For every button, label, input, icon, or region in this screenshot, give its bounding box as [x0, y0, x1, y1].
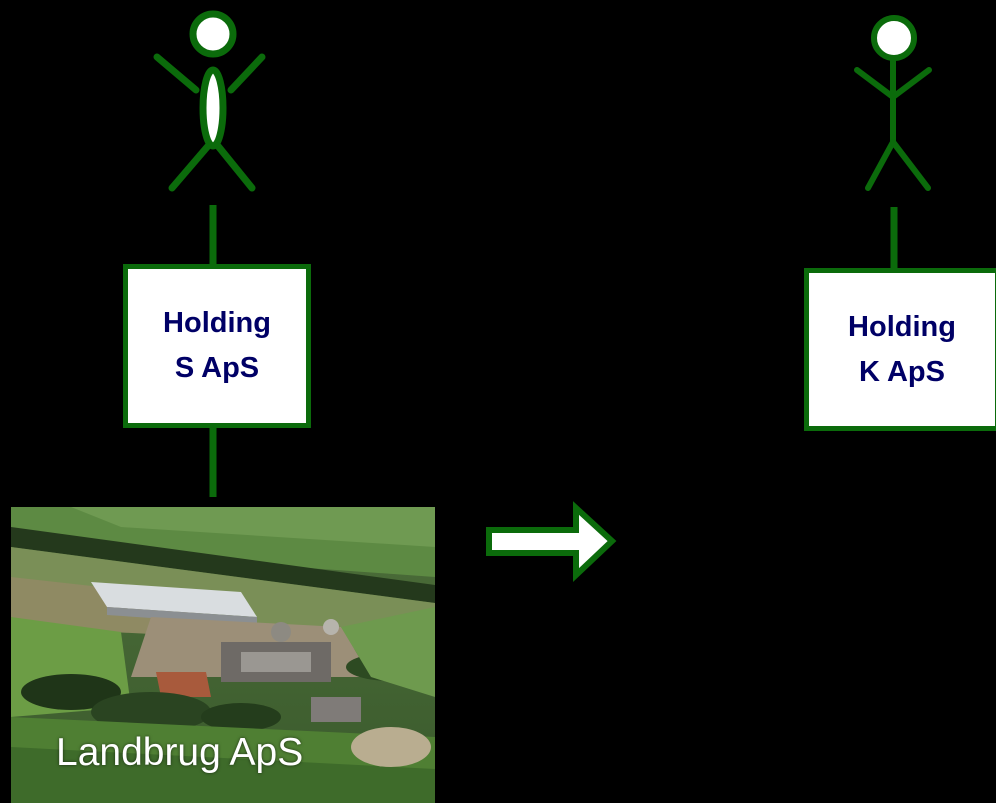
- holding-s-line1: Holding: [163, 307, 271, 340]
- holding-k-line1: Holding: [848, 310, 956, 343]
- person-icon: [854, 15, 932, 191]
- company-label: Landbrug ApS: [56, 731, 304, 774]
- farm-aerial-image: [11, 507, 435, 803]
- farm-photo: Landbrug ApS: [11, 507, 435, 803]
- holding-k-box: Holding K ApS: [804, 268, 996, 431]
- holding-k-line2: K ApS: [859, 355, 945, 388]
- arrow-right-icon: [486, 501, 617, 582]
- person-icon: [153, 10, 266, 192]
- holding-s-line2: S ApS: [174, 352, 260, 384]
- holding-s-box: Holding S ApS: [123, 264, 311, 428]
